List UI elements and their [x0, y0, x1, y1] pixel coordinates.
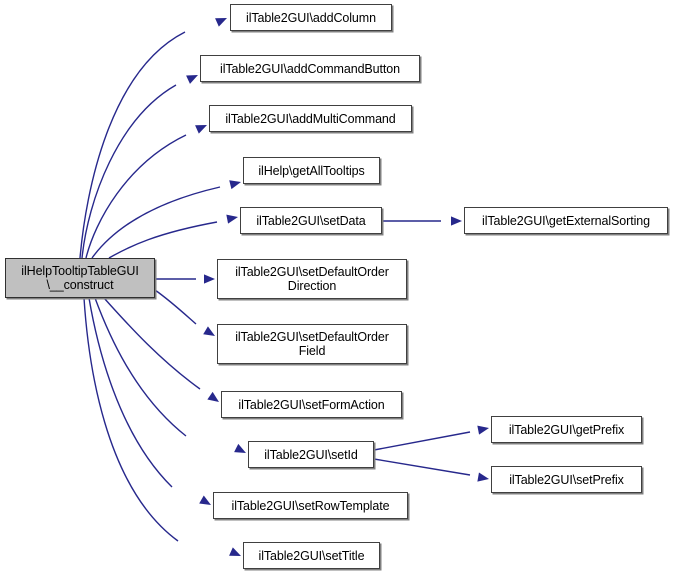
- edge-root-to-addMultiCmd: [85, 125, 207, 259]
- node-label: ilHelp\getAllTooltips: [258, 163, 365, 178]
- node-setId[interactable]: ilTable2GUI\setId: [248, 441, 374, 468]
- node-addMultiCmd[interactable]: ilTable2GUI\addMultiCommand: [209, 105, 412, 132]
- node-label: ilTable2GUI\getPrefix: [508, 422, 625, 437]
- edge-root-to-setFormAct: [103, 297, 219, 402]
- node-setFormAct[interactable]: ilTable2GUI\setFormAction: [221, 391, 402, 418]
- node-addCmdBtn[interactable]: ilTable2GUI\addCommandButton: [200, 55, 420, 82]
- node-addColumn[interactable]: ilTable2GUI\addColumn: [230, 4, 392, 31]
- edge-setId-to-getPrefix: [373, 425, 489, 451]
- node-label: ilTable2GUI\setId: [264, 447, 358, 462]
- edge-root-to-addColumn: [79, 18, 227, 259]
- node-getExtSort[interactable]: ilTable2GUI\getExternalSorting: [464, 207, 668, 234]
- node-label: ilTable2GUI\setFormAction: [238, 397, 385, 412]
- node-label: ilTable2GUI\setDefaultOrder Direction: [235, 265, 389, 293]
- node-getAllTips[interactable]: ilHelp\getAllTooltips: [243, 157, 380, 184]
- node-root: ilHelpTooltipTableGUI \__construct: [5, 258, 155, 298]
- node-label: ilTable2GUI\setTitle: [258, 548, 365, 563]
- node-setDefField[interactable]: ilTable2GUI\setDefaultOrder Field: [217, 324, 407, 364]
- node-label: ilHelpTooltipTableGUI \__construct: [21, 264, 139, 292]
- edge-root-to-setRowTpl: [88, 297, 211, 505]
- node-label: ilTable2GUI\getExternalSorting: [482, 213, 650, 228]
- node-setDefDir[interactable]: ilTable2GUI\setDefaultOrder Direction: [217, 259, 407, 299]
- node-setData[interactable]: ilTable2GUI\setData: [240, 207, 382, 234]
- edge-setData-to-getExtSort: [382, 216, 462, 226]
- node-label: ilTable2GUI\setRowTemplate: [231, 498, 390, 513]
- node-label: ilTable2GUI\setPrefix: [509, 472, 624, 487]
- edge-setId-to-setPrefix: [373, 458, 489, 482]
- node-label: ilTable2GUI\setDefaultOrder Field: [235, 330, 389, 358]
- edge-root-to-setDefField: [154, 289, 215, 336]
- edge-root-to-getAllTips: [91, 180, 241, 259]
- node-setTitle[interactable]: ilTable2GUI\setTitle: [243, 542, 380, 569]
- edge-root-to-addCmdBtn: [81, 75, 198, 259]
- node-setPrefix[interactable]: ilTable2GUI\setPrefix: [491, 466, 642, 493]
- node-label: ilTable2GUI\addColumn: [246, 10, 376, 25]
- node-setRowTpl[interactable]: ilTable2GUI\setRowTemplate: [213, 492, 408, 519]
- edge-root-to-setData: [108, 214, 238, 259]
- node-label: ilTable2GUI\addCommandButton: [220, 61, 400, 76]
- node-label: ilTable2GUI\addMultiCommand: [225, 111, 396, 126]
- edge-root-to-setId: [94, 297, 246, 453]
- node-getPrefix[interactable]: ilTable2GUI\getPrefix: [491, 416, 642, 443]
- edge-root-to-setDefDir: [155, 274, 215, 284]
- node-label: ilTable2GUI\setData: [256, 213, 366, 228]
